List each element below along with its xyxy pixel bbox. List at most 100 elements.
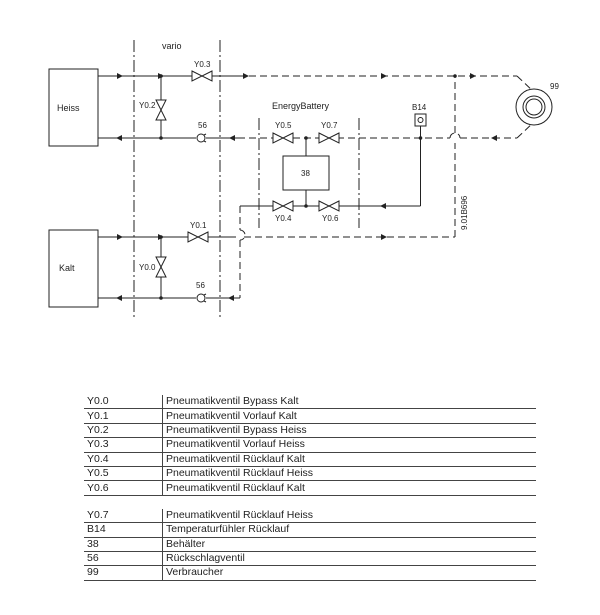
temperature-sensor-b14-dot <box>417 117 424 123</box>
legend-description: Pneumatikventil Vorlauf Kalt <box>162 408 536 424</box>
legend-code: Y0.3 <box>84 437 163 453</box>
return-branch-line <box>380 138 421 207</box>
legend-description: Pneumatikventil Bypass Kalt <box>162 395 536 410</box>
legend-description: Pneumatikventil Rücklauf Heiss <box>162 466 536 482</box>
legend-code: Y0.1 <box>84 408 163 424</box>
legend-description: Pneumatikventil Rücklauf Kalt <box>162 452 536 467</box>
legend-description: Pneumatikventil Rücklauf Kalt <box>162 480 536 496</box>
legend-code: Y0.5 <box>84 466 163 482</box>
legend-description: Verbraucher <box>162 565 536 581</box>
arrow-left <box>116 295 122 301</box>
drawing-number: 9.01B696 <box>460 195 469 230</box>
check-valve-56-bottom-label: 56 <box>196 281 205 290</box>
check-valve-56-top-label: 56 <box>198 121 207 130</box>
legend-code: 99 <box>84 565 163 581</box>
valve-y02-label: Y0.2 <box>139 101 156 110</box>
valve-y01-label: Y0.1 <box>190 221 207 230</box>
consumer-99 <box>515 88 553 126</box>
junction-dot <box>159 136 163 140</box>
legend-description: Pneumatikventil Rücklauf Heiss <box>162 508 536 524</box>
arrow-right <box>117 73 123 79</box>
valve-y06-label: Y0.6 <box>322 214 339 223</box>
sensor-b14-label: B14 <box>412 103 427 112</box>
arrow-right <box>117 234 123 240</box>
heiss-label: Heiss <box>57 103 80 113</box>
legend-description: Pneumatikventil Bypass Heiss <box>162 423 536 439</box>
legend-code: B14 <box>84 522 163 538</box>
arrow-right <box>381 234 387 240</box>
valve-y03-left <box>191 70 204 82</box>
legend-description: Behälter <box>162 537 536 552</box>
valve-y03-label: Y0.3 <box>194 60 211 69</box>
valve-y05-right <box>281 132 294 144</box>
arrow-left <box>380 203 386 209</box>
valve-y02-top <box>155 99 167 112</box>
consumer-99-label: 99 <box>550 82 559 91</box>
legend-code: Y0.7 <box>84 508 163 524</box>
hydraulic-schematic: vario EnergyBattery Heiss Kalt Y0.3 Y0.2 <box>48 40 559 318</box>
battery-lower-line <box>239 205 380 298</box>
valve-y05-label: Y0.5 <box>275 121 292 130</box>
valve-y04-label: Y0.4 <box>275 214 292 223</box>
valve-y07-left <box>318 132 331 144</box>
arrow-left <box>491 135 497 141</box>
legend-code: 38 <box>84 537 163 552</box>
hot-supply-line <box>98 75 535 93</box>
junction-dot <box>159 296 163 300</box>
legend-code: Y0.0 <box>84 395 163 410</box>
junction-dot <box>453 74 457 78</box>
check-valve-56-top <box>196 133 207 143</box>
valve-y01-left <box>187 231 200 243</box>
energy-battery-boundary <box>258 118 360 228</box>
legend-code: 56 <box>84 551 163 567</box>
legend-description: Pneumatikventil Vorlauf Heiss <box>162 437 536 453</box>
valve-y07-label: Y0.7 <box>321 121 338 130</box>
legend-code: Y0.6 <box>84 480 163 496</box>
valve-y02-bottom <box>155 108 167 121</box>
valve-y04-right <box>281 200 294 212</box>
arrow-right <box>470 73 476 79</box>
valve-y00-label: Y0.0 <box>139 263 156 272</box>
hot-return-line <box>98 121 535 139</box>
kalt-tank <box>48 229 99 308</box>
arrow-left <box>116 135 122 141</box>
valve-y03-right <box>200 70 213 82</box>
valve-y00-bottom <box>155 265 167 278</box>
legend-code: Y0.2 <box>84 423 163 439</box>
valve-y06-left <box>318 200 331 212</box>
arrow-left <box>228 295 234 301</box>
heiss-tank <box>48 68 99 147</box>
valve-y07-right <box>327 132 340 144</box>
valve-y04-left <box>272 200 285 212</box>
legend-code: Y0.4 <box>84 452 163 467</box>
check-valve-56-bottom <box>196 293 207 303</box>
energy-battery-label: EnergyBattery <box>272 101 330 111</box>
valve-y01-right <box>196 231 209 243</box>
legend-spacer <box>84 495 536 509</box>
kalt-label: Kalt <box>59 263 75 273</box>
arrow-right <box>381 73 387 79</box>
arrow-right <box>243 73 249 79</box>
valve-y05-left <box>272 132 285 144</box>
container-38-label: 38 <box>301 169 310 178</box>
legend-description: Temperaturfühler Rücklauf <box>162 522 536 538</box>
vario-label: vario <box>162 41 182 51</box>
valve-y00-top <box>155 256 167 269</box>
legend-description: Rückschlagventil <box>162 551 536 567</box>
cold-supply-line <box>98 76 456 238</box>
vario-boundary <box>133 40 221 318</box>
arrow-left <box>229 135 235 141</box>
